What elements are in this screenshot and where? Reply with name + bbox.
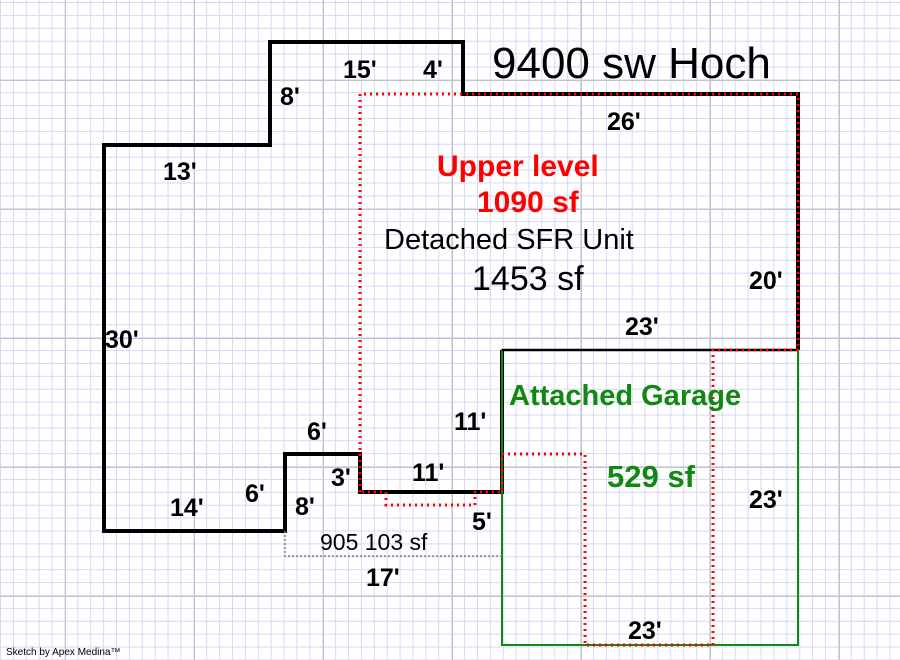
- extra-area-outline: [284, 531, 502, 557]
- garage-label: Attached Garage: [509, 380, 742, 412]
- dim-4: 4': [423, 56, 443, 84]
- dim-11-bottom: 11': [412, 459, 445, 487]
- dim-14: 14': [170, 494, 204, 522]
- main-house-outline: [102, 40, 800, 533]
- dim-5: 5': [472, 508, 492, 536]
- address-title: 9400 sw Hoch: [492, 39, 771, 88]
- upper-level-label: Upper level: [437, 150, 599, 183]
- dim-6-side: 6': [245, 480, 265, 508]
- dim-13: 13': [163, 158, 197, 186]
- dim-20: 20': [749, 267, 783, 295]
- dim-17: 17': [366, 564, 400, 592]
- dim-11-side: 11': [454, 408, 487, 436]
- sketch-credit: Sketch by Apex Medina™: [6, 647, 121, 658]
- main-unit-area: 1453 sf: [472, 260, 584, 298]
- dim-23-bottom: 23': [628, 617, 662, 645]
- extra-area-label: 905 103 sf: [320, 529, 428, 555]
- dim-6-top: 6': [307, 418, 327, 446]
- upper-level-outline: [358, 92, 800, 647]
- dim-8-top: 8': [280, 83, 300, 111]
- main-unit-label: Detached SFR Unit: [384, 224, 634, 256]
- dim-3: 3': [331, 464, 351, 492]
- dim-26: 26': [607, 108, 641, 136]
- dim-23-top: 23': [625, 313, 659, 341]
- dim-15: 15': [343, 56, 377, 84]
- dim-8-bottom: 8': [295, 493, 315, 521]
- upper-level-area: 1090 sf: [477, 186, 579, 219]
- dim-30: 30': [105, 326, 139, 354]
- garage-area: 529 sf: [607, 459, 695, 494]
- dim-23-side: 23': [749, 486, 783, 514]
